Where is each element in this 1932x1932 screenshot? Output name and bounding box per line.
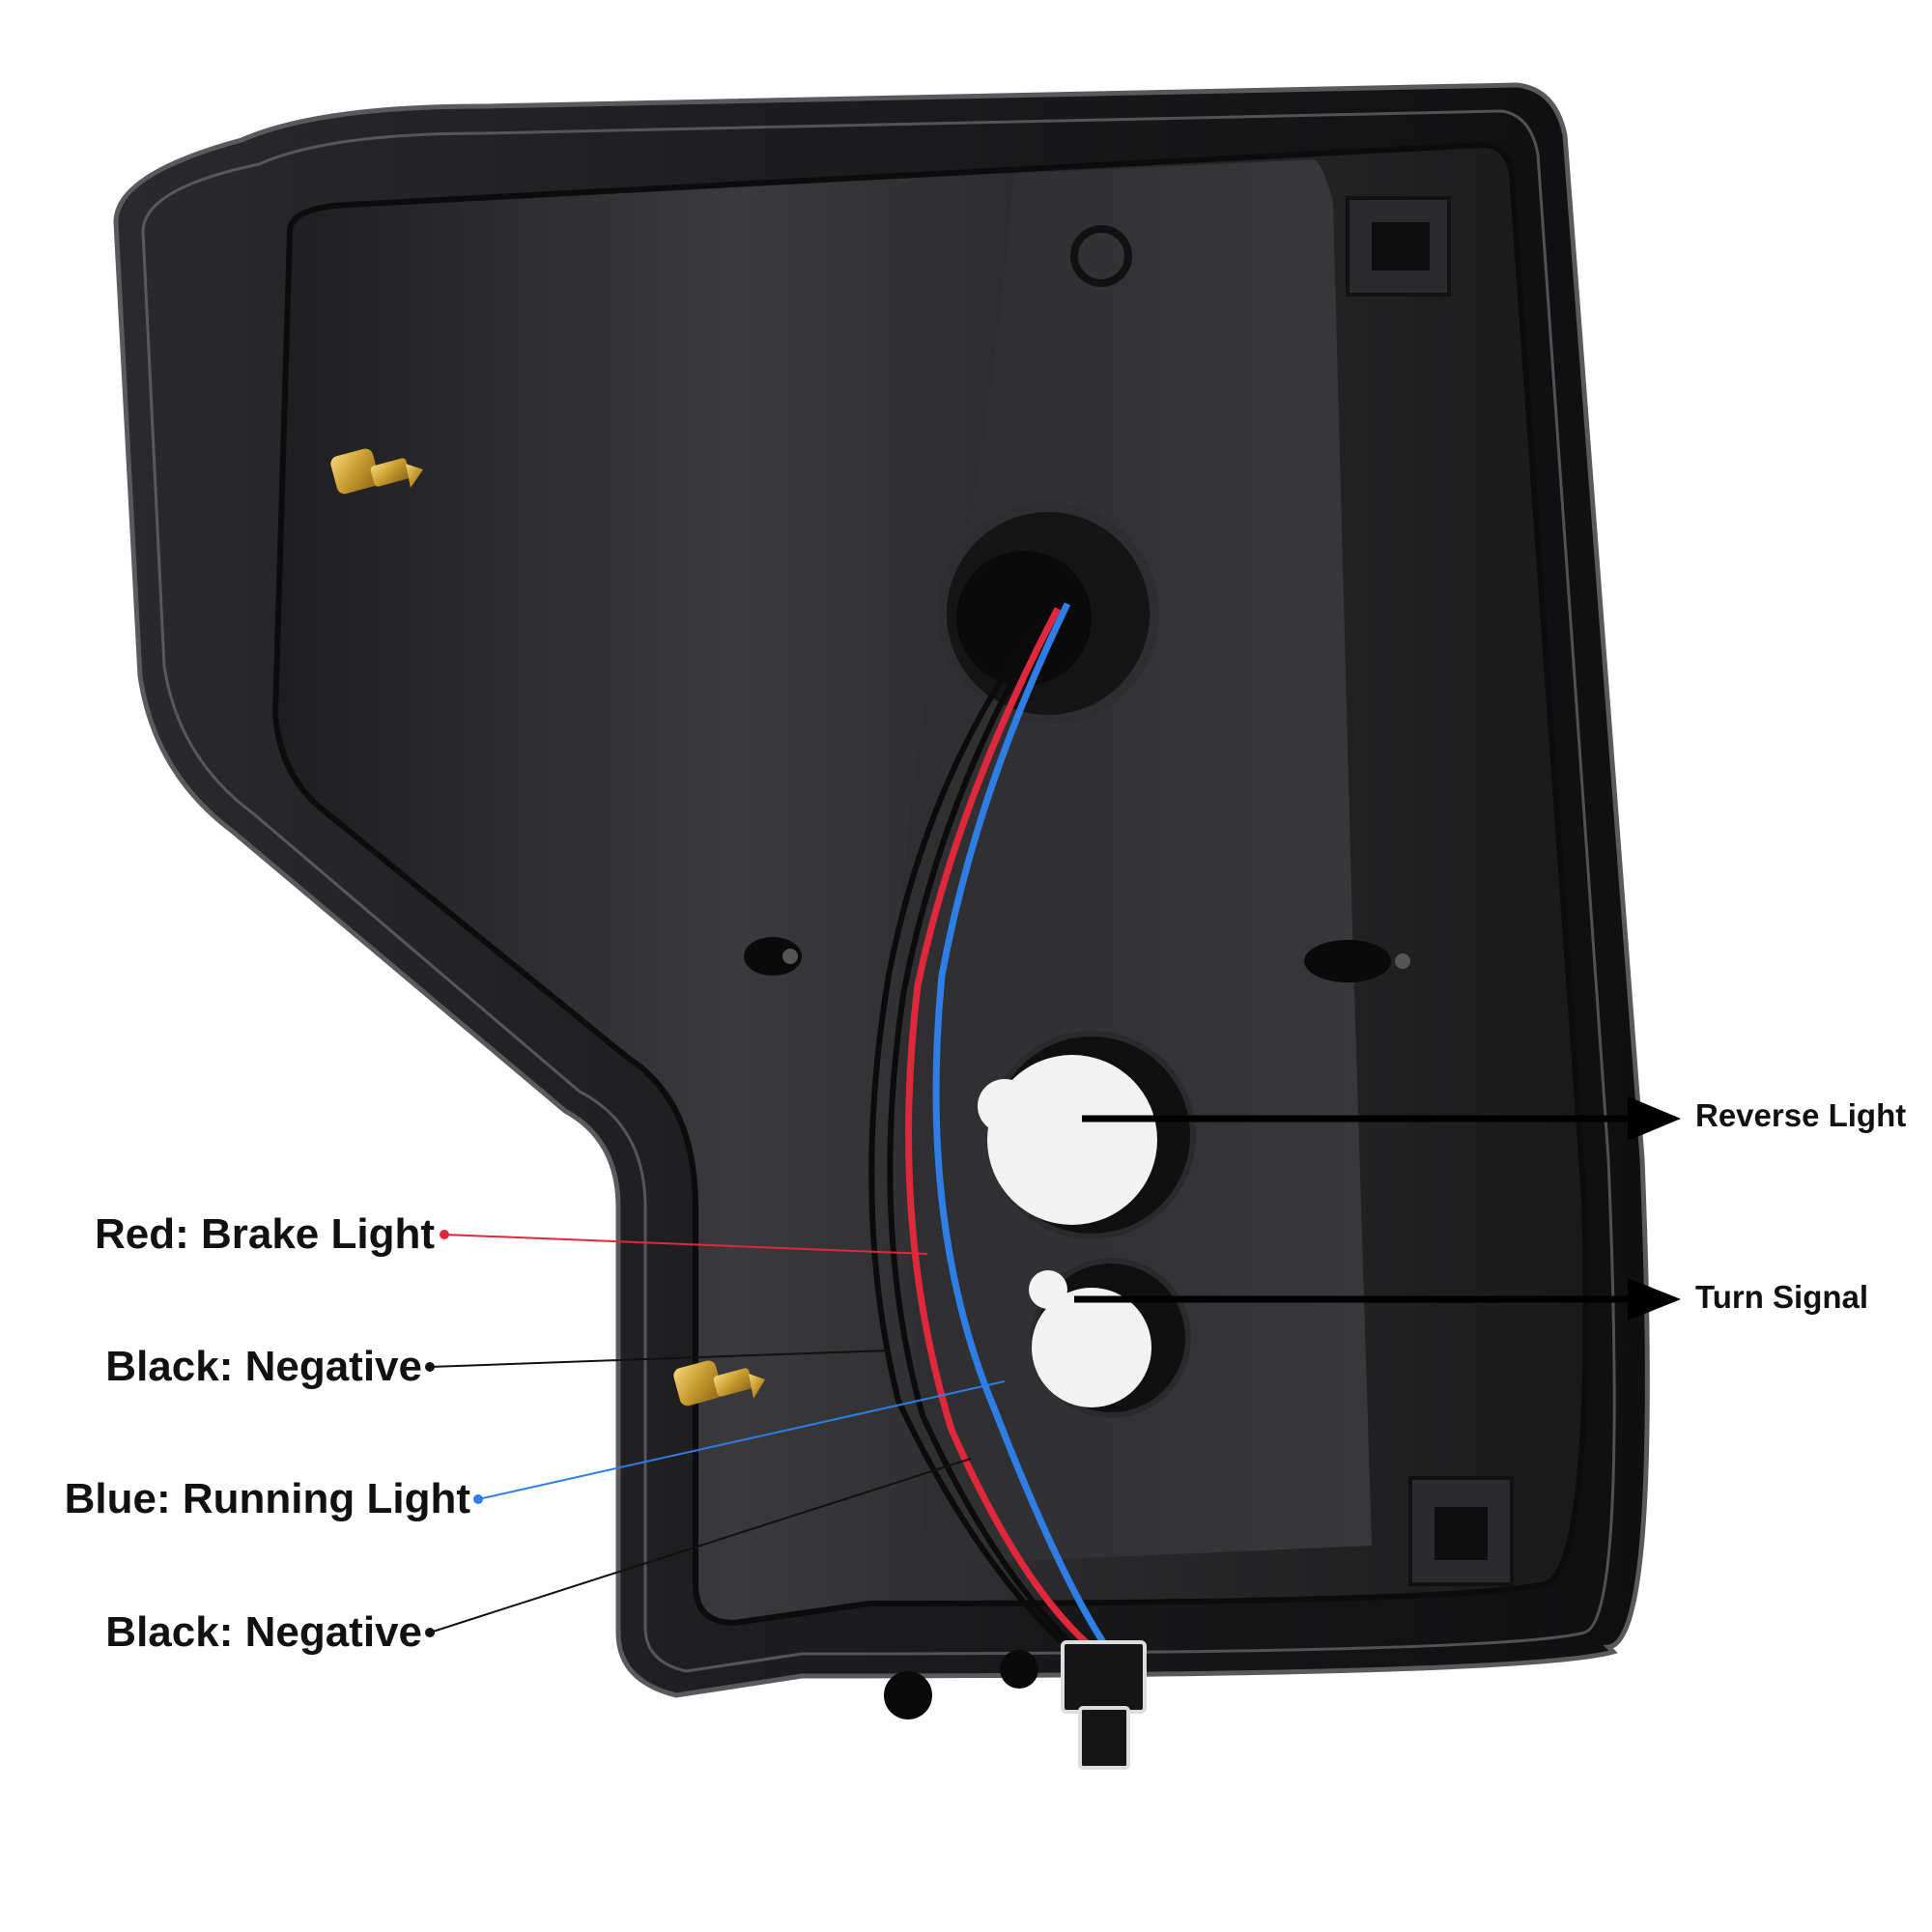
reverse-light-arrow [1082,1096,1681,1141]
turn-signal-arrow [1074,1278,1681,1321]
label-black-negative-1: Black: Negative [105,1343,422,1390]
screw-head [1395,953,1410,969]
housing-rim [141,109,1616,1673]
red-wire [905,607,1102,1657]
black-wire [868,616,1075,1655]
negative-1-leader [429,1350,890,1368]
mounting-stud-bottom [673,1360,765,1406]
screw-hole [744,937,802,976]
negative-2-dot [425,1628,435,1637]
retaining-clip-bottom [1408,1476,1514,1586]
mounting-stud-top [330,448,423,495]
running-dot [473,1494,483,1504]
reverse-light-socket [978,1031,1196,1239]
screw-hole [1304,940,1391,982]
label-brake-light: Red: Brake Light [94,1210,435,1258]
wire-grommet [937,502,1159,724]
screw-head [782,949,798,964]
brake-leader [443,1234,928,1255]
negative-2-leader [429,1458,972,1634]
black-wire [887,616,1085,1657]
wire-connector [1061,1640,1147,1770]
drain-hole [1070,225,1132,287]
label-reverse-light: Reverse Light [1695,1097,1907,1133]
negative-1-dot [425,1362,435,1372]
retaining-clip-top [1346,196,1451,297]
brake-dot [440,1230,449,1239]
blue-wire [932,602,1114,1656]
drain-hole [1000,1650,1038,1689]
label-black-negative-2: Black: Negative [105,1608,422,1656]
label-turn-signal: Turn Signal [1695,1279,1869,1315]
drain-hole [884,1671,932,1719]
running-leader [477,1380,1006,1500]
turn-signal-socket [1029,1258,1191,1418]
label-running-light: Blue: Running Light [64,1475,470,1522]
